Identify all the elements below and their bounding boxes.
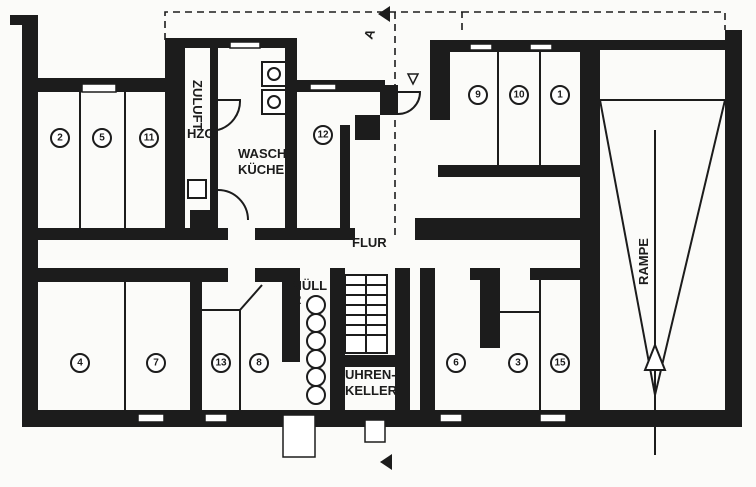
label-corridor: FLUR — [352, 235, 387, 250]
section-arrow-bottom-icon — [380, 454, 392, 470]
section-line — [164, 11, 726, 240]
washing-machines — [187, 61, 287, 199]
room-number: 13 — [215, 358, 227, 369]
room-number: 8 — [256, 358, 262, 369]
level-marker-icon — [406, 73, 420, 86]
label-waste: MÜLL — [291, 278, 327, 293]
room-number: 7 — [153, 358, 159, 369]
room-number: 2 — [57, 133, 63, 144]
label-laundry: WASCH — [238, 146, 286, 161]
ramp-arrow-icon — [643, 342, 667, 371]
label-supply-air: ZULUFT — [190, 80, 205, 131]
staircase — [344, 274, 388, 354]
room-number: 9 — [475, 90, 481, 101]
room-number: 15 — [554, 358, 566, 369]
room-number: 11 — [144, 133, 155, 144]
partitions — [79, 52, 726, 455]
label-clock-cellar: UHREN- — [345, 367, 396, 382]
room-number: 12 — [317, 130, 329, 141]
room-number: 10 — [513, 90, 525, 101]
label-heating: HZG. — [187, 126, 218, 141]
room-number: 1 — [557, 90, 563, 101]
label-waste-2: R — [292, 292, 302, 307]
room-number: 3 — [515, 358, 521, 369]
label-laundry-2: KÜCHE — [238, 162, 285, 177]
section-label: A — [361, 26, 379, 41]
room-number: 5 — [99, 133, 105, 144]
room-number: 4 — [77, 358, 83, 369]
section-arrow-icon — [378, 6, 390, 22]
room-number: 6 — [453, 358, 459, 369]
room-numbers: 2 5 11 12 9 10 1 4 7 13 8 6 3 15 — [50, 85, 570, 373]
walls — [10, 15, 742, 427]
label-clock-cellar-2: KELLER — [345, 383, 398, 398]
windows — [81, 41, 567, 458]
label-ramp: RAMPE — [636, 238, 651, 285]
waste-bins — [306, 295, 326, 405]
